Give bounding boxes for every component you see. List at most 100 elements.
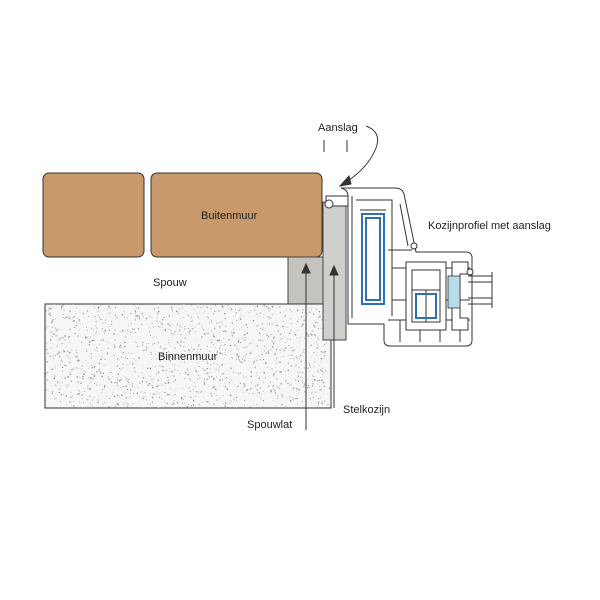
speckle-dot [233, 398, 235, 401]
speckle-dot [311, 307, 313, 309]
speckle-dot [201, 401, 203, 403]
speckle-dot [212, 344, 214, 346]
speckle-dot [207, 329, 209, 331]
speckle-dot [212, 386, 214, 388]
speckle-dot [125, 401, 127, 404]
speckle-dot [280, 348, 282, 350]
speckle-dot [239, 318, 242, 321]
speckle-dot [291, 354, 293, 356]
speckle-dot [91, 365, 92, 367]
speckle-dot [47, 352, 49, 355]
speckle-dot [84, 390, 86, 392]
speckle-dot [116, 317, 118, 319]
speckle-dot [259, 387, 262, 389]
speckle-dot [306, 312, 308, 314]
speckle-dot [165, 405, 167, 407]
speckle-dot [318, 397, 320, 400]
speckle-dot [93, 374, 95, 376]
speckle-dot [100, 339, 102, 342]
speckle-dot [290, 330, 292, 332]
speckle-dot [275, 359, 276, 361]
speckle-dot [135, 360, 137, 362]
speckle-dot [291, 389, 293, 391]
speckle-dot [207, 345, 208, 347]
speckle-dot [301, 311, 303, 314]
speckle-dot [316, 380, 318, 382]
speckle-dot [168, 351, 170, 352]
speckle-dot [104, 401, 106, 403]
speckle-dot [227, 369, 229, 371]
speckle-dot [173, 400, 175, 401]
speckle-dot [295, 371, 297, 372]
speckle-dot [216, 339, 219, 342]
speckle-dot [300, 360, 302, 363]
speckle-dot [326, 342, 327, 344]
speckle-dot [253, 309, 256, 312]
speckle-dot [46, 348, 48, 351]
speckle-dot [231, 356, 233, 359]
speckle-dot [106, 353, 108, 355]
speckle-dot [97, 402, 99, 404]
speckle-dot [215, 306, 217, 308]
speckle-dot [60, 393, 63, 395]
speckle-dot [309, 366, 311, 368]
speckle-dot [224, 317, 227, 320]
speckle-dot [233, 368, 235, 370]
speckle-dot [116, 377, 118, 380]
speckle-dot [70, 392, 72, 394]
speckle-dot [62, 393, 64, 395]
speckle-dot [268, 317, 271, 320]
speckle-dot [237, 358, 240, 360]
speckle-dot [285, 380, 287, 382]
speckle-dot [188, 407, 190, 408]
speckle-dot [250, 309, 252, 312]
speckle-dot [272, 375, 275, 377]
speckle-dot [224, 351, 226, 353]
speckle-dot [297, 329, 299, 331]
speckle-dot [214, 346, 216, 348]
speckle-dot [138, 317, 141, 319]
speckle-dot [145, 399, 147, 401]
speckle-dot [313, 352, 315, 354]
speckle-dot [189, 378, 191, 380]
speckle-dot [193, 324, 195, 326]
speckle-dot [244, 339, 246, 341]
speckle-dot [173, 402, 175, 405]
speckle-dot [76, 376, 79, 378]
steel-reinforcement [361, 213, 385, 305]
speckle-dot [109, 307, 111, 309]
speckle-dot [231, 322, 233, 324]
speckle-dot [169, 360, 171, 362]
speckle-dot [135, 315, 137, 317]
speckle-dot [226, 387, 228, 389]
speckle-dot [95, 325, 97, 327]
speckle-dot [118, 389, 119, 390]
profile-sash-chambers [411, 269, 441, 323]
speckle-dot [297, 320, 299, 322]
speckle-dot [149, 315, 151, 318]
speckle-dot [226, 376, 228, 379]
speckle-dot [57, 382, 59, 384]
speckle-dot [91, 340, 94, 342]
speckle-dot [273, 388, 275, 390]
speckle-dot [315, 391, 317, 393]
speckle-dot [113, 344, 116, 346]
speckle-dot [52, 333, 55, 335]
speckle-dot [149, 326, 151, 328]
speckle-dot [81, 398, 83, 400]
speckle-dot [109, 354, 111, 356]
speckle-dot [91, 374, 93, 376]
speckle-dot [151, 385, 153, 387]
speckle-dot [244, 359, 246, 361]
speckle-dot [313, 333, 316, 336]
speckle-dot [330, 400, 331, 403]
speckle-dot [270, 391, 272, 392]
speckle-dot [165, 348, 167, 349]
speckle-dot [159, 396, 161, 398]
speckle-dot [259, 339, 261, 341]
speckle-dot [184, 402, 186, 404]
speckle-dot [319, 314, 321, 315]
speckle-dot [288, 354, 290, 356]
speckle-dot [261, 340, 264, 342]
speckle-dot [225, 377, 227, 379]
